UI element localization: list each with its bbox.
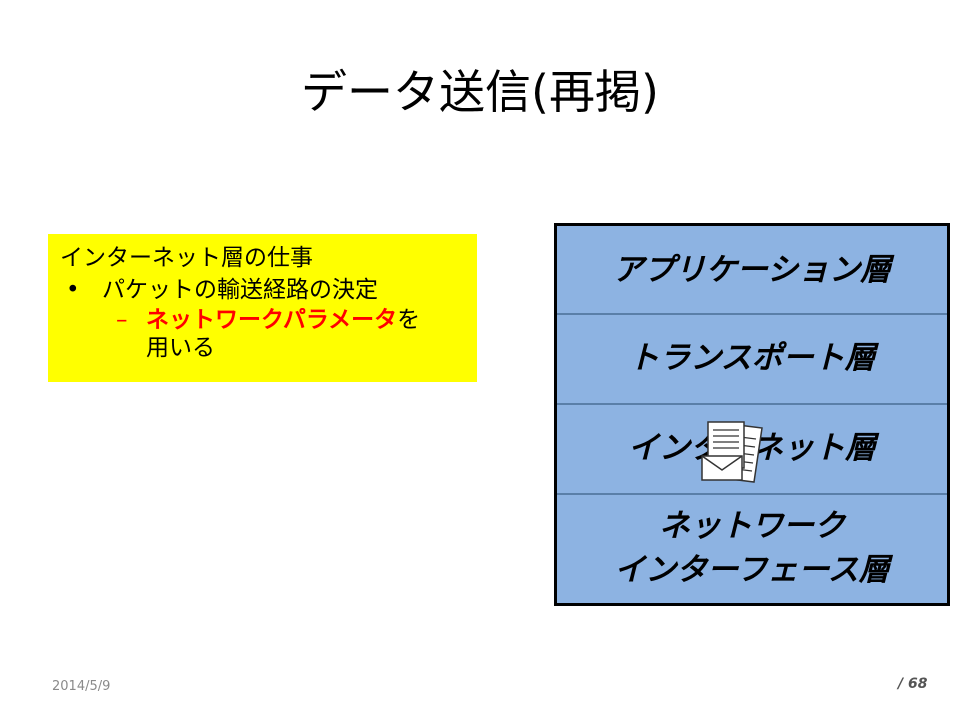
sub-bullet-text: ネットワークパラメータを用いる [146, 306, 420, 362]
layer-label: トランスポート層 [628, 340, 876, 376]
layer-label: ネットワーク インターフェース層 [614, 504, 890, 592]
layer-network-interface: ネットワーク インターフェース層 [557, 493, 947, 603]
layer-label: アプリケーション層 [612, 251, 892, 288]
protocol-stack: アプリケーション層 トランスポート層 インターネット層 ネットワーク インターフ… [554, 223, 950, 606]
layer-label-line2: インターフェース層 [614, 552, 890, 588]
note-heading: インターネット層の仕事 [60, 245, 313, 271]
bullet-text: パケットの輸送経路の決定 [102, 277, 378, 303]
note-bullet: • パケットの輸送経路の決定 [60, 274, 465, 306]
page-number: / 68 [898, 676, 928, 692]
highlight-text: ネットワークパラメータ [146, 307, 398, 333]
layer-transport: トランスポート層 [557, 313, 947, 405]
layer-label-line1: ネットワーク [659, 508, 845, 544]
note-sub-bullet: – ネットワークパラメータを用いる [60, 306, 465, 362]
note-box: インターネット層の仕事 • パケットの輸送経路の決定 – ネットワークパラメータ… [48, 234, 477, 382]
sub-bullet-mark: – [116, 307, 128, 333]
sub-suffix: を [397, 307, 421, 333]
layer-application: アプリケーション層 [557, 226, 947, 315]
sub-line2: 用いる [146, 335, 215, 361]
bullet-mark: • [66, 277, 80, 303]
slide-date: 2014/5/9 [52, 679, 111, 694]
document-envelope-icon [701, 421, 763, 483]
slide-title: データ送信(再掲) [301, 65, 659, 119]
